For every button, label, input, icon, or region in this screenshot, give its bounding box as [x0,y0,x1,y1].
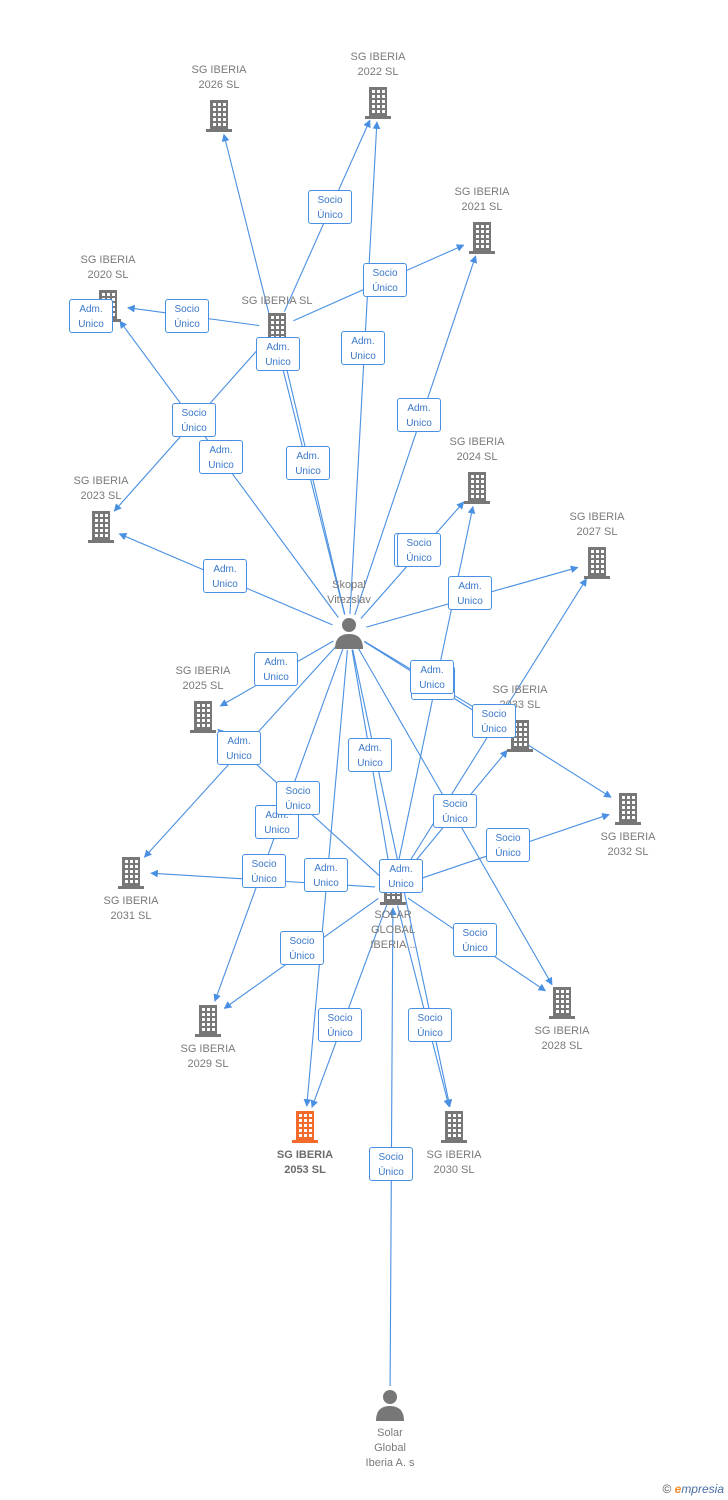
edge-skopal-sg2026 [221,133,346,615]
relation-label: Adm. Unico [69,299,113,333]
building-icon[interactable] [202,98,236,132]
relation-label: Socio Único [408,1008,452,1042]
relation-label: Socio Único [486,828,530,862]
relation-label: Socio Único [242,854,286,888]
relation-label: Adm. Unico [448,576,492,610]
relation-label: Adm. Unico [410,660,454,694]
relation-label: Socio Único [369,1147,413,1181]
brand-logo-text: mpresia [681,1482,724,1496]
relation-label: Adm. Unico [217,731,261,765]
node-label[interactable]: SG IBERIA 2031 SL [103,895,159,922]
building-icon[interactable] [465,220,499,254]
relation-label: Adm. Unico [286,446,330,480]
relation-label: Adm. Unico [199,440,243,474]
node-label[interactable]: Solar Global Iberia A. s [365,1427,415,1469]
relation-label: Adm. Unico [379,859,423,893]
node-label[interactable]: SG IBERIA 2053 SL [276,1149,334,1176]
relation-label: Adm. Unico [341,331,385,365]
node-label[interactable]: Skopal Vitezslav [327,579,371,606]
building-icon[interactable] [191,1003,225,1037]
person-icon[interactable] [332,615,366,649]
node-label[interactable]: SG IBERIA 2023 SL [73,475,129,502]
building-icon[interactable] [288,1109,322,1143]
building-icon[interactable] [114,855,148,889]
building-icon[interactable] [437,1109,471,1143]
node-label[interactable]: SOLAR GLOBAL IBERIA... [370,909,416,951]
copyright-symbol: © [662,1482,672,1496]
relation-label: Adm. Unico [254,652,298,686]
edge-skopal-sg2022 [349,121,381,615]
relation-label: Socio Único [165,299,209,333]
node-label[interactable]: SG IBERIA 2025 SL [175,665,231,692]
building-icon[interactable] [545,985,579,1019]
edge-solar-sg2053 [310,904,388,1108]
node-label[interactable]: SG IBERIA 2030 SL [426,1149,482,1176]
relation-label: Socio Único [276,781,320,815]
edge-solarsa-solar [388,907,397,1387]
node-label[interactable]: SG IBERIA 2026 SL [191,64,247,91]
building-icon[interactable] [186,699,220,733]
relation-label: Socio Único [397,533,441,567]
relation-label: Adm. Unico [304,858,348,892]
empresia-brand[interactable]: © empresia [662,1482,724,1496]
node-label[interactable]: SG IBERIA 2020 SL [80,254,136,281]
building-icon[interactable] [580,545,614,579]
node-label[interactable]: SG IBERIA SL [241,295,313,307]
relation-label: Adm. Unico [256,337,300,371]
edge-skopal-sg2021 [354,255,478,616]
building-icon[interactable] [611,791,645,825]
relation-label: Socio Único [172,403,216,437]
node-label[interactable]: SG IBERIA 2028 SL [534,1025,590,1052]
edge-solar-sg2030 [396,905,452,1108]
relation-label: Socio Único [280,931,324,965]
building-icon[interactable] [84,509,118,543]
relation-label: Socio Único [363,263,407,297]
node-label[interactable]: SG IBERIA 2021 SL [454,186,510,213]
node-label[interactable]: SG IBERIA 2029 SL [180,1043,236,1070]
relation-label: Socio Único [433,794,477,828]
relation-label: Socio Único [472,704,516,738]
relation-label: Adm. Unico [348,738,392,772]
person-icon[interactable] [373,1387,407,1421]
edge-skopal-sgiberia [279,346,346,615]
node-label[interactable]: SG IBERIA 2022 SL [350,51,406,78]
node-label[interactable]: SG IBERIA 2027 SL [569,511,625,538]
node-label[interactable]: SG IBERIA 2024 SL [449,436,505,463]
relation-label: Adm. Unico [397,398,441,432]
brand-logo-e: e [674,1482,682,1496]
building-icon[interactable] [460,470,494,504]
relation-label: Socio Único [308,190,352,224]
relation-label: Socio Único [318,1008,362,1042]
relation-label: Adm. Unico [203,559,247,593]
relation-label: Socio Único [453,923,497,957]
node-label[interactable]: SG IBERIA 2032 SL [600,831,656,858]
building-icon[interactable] [361,85,395,119]
